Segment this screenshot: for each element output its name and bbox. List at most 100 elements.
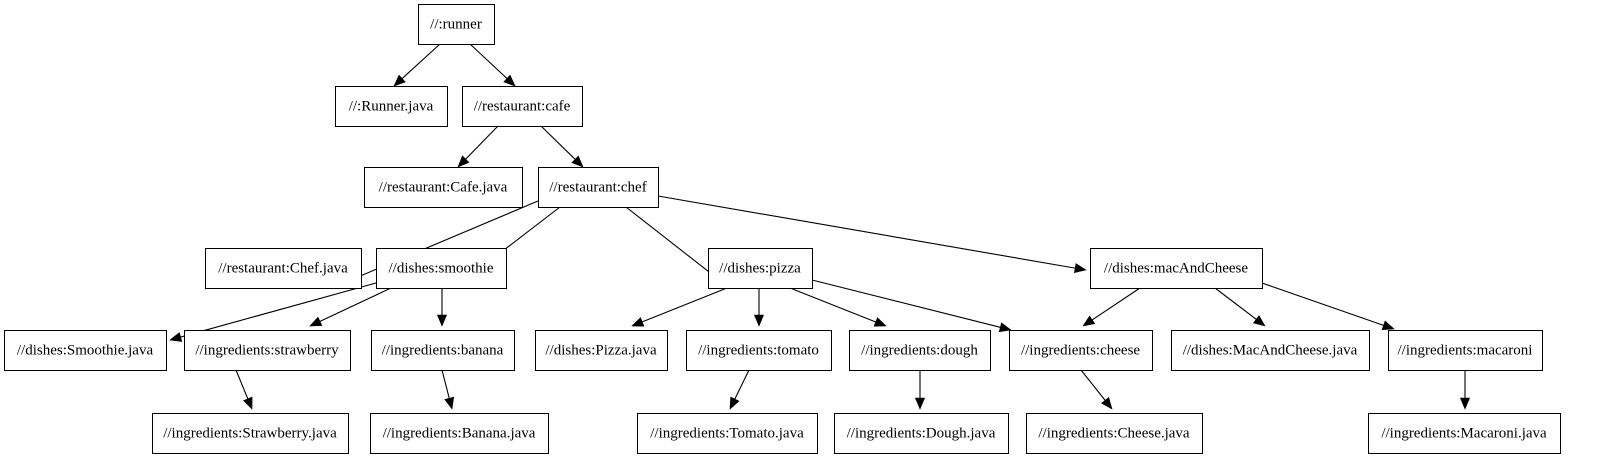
node-label: //dishes:MacAndCheese.java	[1183, 342, 1358, 358]
graph-node-dough_java[interactable]: //ingredients:Dough.java	[834, 413, 1009, 454]
node-label: //ingredients:Strawberry.java	[163, 425, 337, 441]
node-label: //ingredients:macaroni	[1398, 342, 1533, 358]
edge-arrowhead-icon	[729, 396, 740, 410]
graph-node-macaroni_java[interactable]: //ingredients:Macaroni.java	[1368, 413, 1561, 454]
edge-line	[180, 282, 377, 338]
edge-line	[540, 125, 576, 160]
edge-line	[1261, 282, 1384, 326]
edge-arrowhead-icon	[571, 155, 584, 168]
graph-node-ing_cheese[interactable]: //ingredients:cheese	[1009, 330, 1153, 371]
graph-node-chef_java[interactable]: //restaurant:Chef.java	[205, 248, 362, 289]
graph-node-cafe_java[interactable]: //restaurant:Cafe.java	[364, 167, 523, 208]
edge-line	[401, 43, 441, 79]
node-box[interactable]	[1171, 330, 1370, 371]
graph-node-ing_strawberry[interactable]: //ingredients:strawberry	[184, 330, 351, 371]
node-box[interactable]	[4, 330, 167, 371]
node-box[interactable]	[708, 248, 813, 289]
graph-node-ing_dough[interactable]: //ingredients:dough	[849, 330, 991, 371]
edge-line	[469, 43, 508, 79]
node-box[interactable]	[205, 248, 362, 289]
node-box[interactable]	[418, 4, 495, 45]
edge-line	[734, 369, 750, 400]
node-box[interactable]	[637, 413, 818, 454]
graph-edge	[1080, 369, 1113, 410]
graph-node-banana_java[interactable]: //ingredients:Banana.java	[370, 413, 549, 454]
node-label: //ingredients:Cheese.java	[1038, 425, 1190, 441]
node-box[interactable]	[834, 413, 1009, 454]
node-box[interactable]	[1009, 330, 1153, 371]
graph-edge	[441, 369, 455, 410]
node-label: //ingredients:strawberry	[195, 342, 339, 358]
node-box[interactable]	[335, 86, 448, 127]
node-box[interactable]	[1026, 413, 1203, 454]
graph-node-smoothie_java[interactable]: //dishes:Smoothie.java	[4, 330, 167, 371]
graph-node-runner[interactable]: //:runner	[418, 4, 495, 45]
graph-node-runner_java[interactable]: //:Runner.java	[335, 86, 448, 127]
node-label: //restaurant:chef	[549, 179, 646, 195]
graph-edge	[729, 369, 750, 410]
node-box[interactable]	[849, 330, 991, 371]
edge-line	[441, 369, 450, 399]
edge-line	[1091, 287, 1141, 321]
edge-arrowhead-icon	[503, 74, 516, 87]
graph-node-restaurant_chef[interactable]: //restaurant:chef	[538, 167, 659, 208]
node-label: //dishes:Pizza.java	[545, 342, 657, 358]
node-label: //ingredients:dough	[861, 342, 978, 358]
edge-arrowhead-icon	[753, 314, 765, 327]
edge-arrowhead-icon	[873, 317, 887, 327]
graph-edge	[169, 282, 377, 342]
node-label: //restaurant:Cafe.java	[379, 179, 508, 195]
graph-edge	[540, 125, 584, 168]
node-box[interactable]	[538, 167, 659, 208]
node-box[interactable]	[152, 413, 349, 454]
graph-node-dishes_smoothie[interactable]: //dishes:smoothie	[376, 248, 507, 289]
node-box[interactable]	[376, 248, 507, 289]
graph-node-pizza_java[interactable]: //dishes:Pizza.java	[535, 330, 668, 371]
graph-edge	[914, 370, 926, 410]
edge-line	[642, 287, 728, 323]
node-box[interactable]	[1388, 330, 1543, 371]
node-label: //ingredients:Banana.java	[383, 425, 536, 441]
graph-node-strawberry_java[interactable]: //ingredients:Strawberry.java	[152, 413, 349, 454]
node-label: //ingredients:Macaroni.java	[1381, 425, 1547, 441]
edge-line	[625, 206, 719, 280]
nodes-layer: //:runner //:Runner.java //restaurant:cafe…	[4, 4, 1561, 454]
node-box[interactable]	[686, 330, 832, 371]
node-box[interactable]	[462, 86, 583, 127]
graph-edge	[753, 288, 765, 327]
node-box[interactable]	[364, 167, 523, 208]
edge-arrowhead-icon	[444, 396, 455, 410]
node-label: //dishes:pizza	[719, 260, 801, 276]
edge-arrowhead-icon	[243, 396, 253, 410]
node-box[interactable]	[535, 330, 668, 371]
graph-node-dishes_macandchs[interactable]: //dishes:macAndCheese	[1090, 248, 1263, 289]
graph-node-tomato_java[interactable]: //ingredients:Tomato.java	[637, 413, 818, 454]
edge-arrowhead-icon	[309, 316, 323, 327]
graph-node-restaurant_cafe[interactable]: //restaurant:cafe	[462, 86, 583, 127]
node-label: //:runner	[430, 16, 482, 32]
graph-node-dishes_pizza[interactable]: //dishes:pizza	[708, 248, 813, 289]
node-box[interactable]	[370, 413, 549, 454]
graph-edge	[1459, 370, 1471, 410]
node-box[interactable]	[1368, 413, 1561, 454]
node-label: //restaurant:Chef.java	[218, 260, 348, 276]
edge-line	[235, 369, 249, 400]
graph-node-ing_tomato[interactable]: //ingredients:tomato	[686, 330, 832, 371]
graph-edge	[811, 279, 1012, 333]
node-label: //dishes:smoothie	[389, 260, 494, 276]
graph-node-macandchs_java[interactable]: //dishes:MacAndCheese.java	[1171, 330, 1370, 371]
node-box[interactable]	[1090, 248, 1263, 289]
graph-node-ing_macaroni[interactable]: //ingredients:macaroni	[1388, 330, 1543, 371]
node-label: //ingredients:Dough.java	[847, 425, 996, 441]
edge-line	[657, 195, 1076, 269]
graph-edge	[1261, 282, 1395, 331]
edge-line	[811, 279, 1001, 328]
graph-node-cheese_java[interactable]: //ingredients:Cheese.java	[1026, 413, 1203, 454]
node-box[interactable]	[184, 330, 351, 371]
edge-line	[319, 287, 392, 322]
edge-arrowhead-icon	[998, 322, 1012, 333]
graph-node-ing_banana[interactable]: //ingredients:banana	[371, 330, 515, 371]
node-box[interactable]	[371, 330, 515, 371]
